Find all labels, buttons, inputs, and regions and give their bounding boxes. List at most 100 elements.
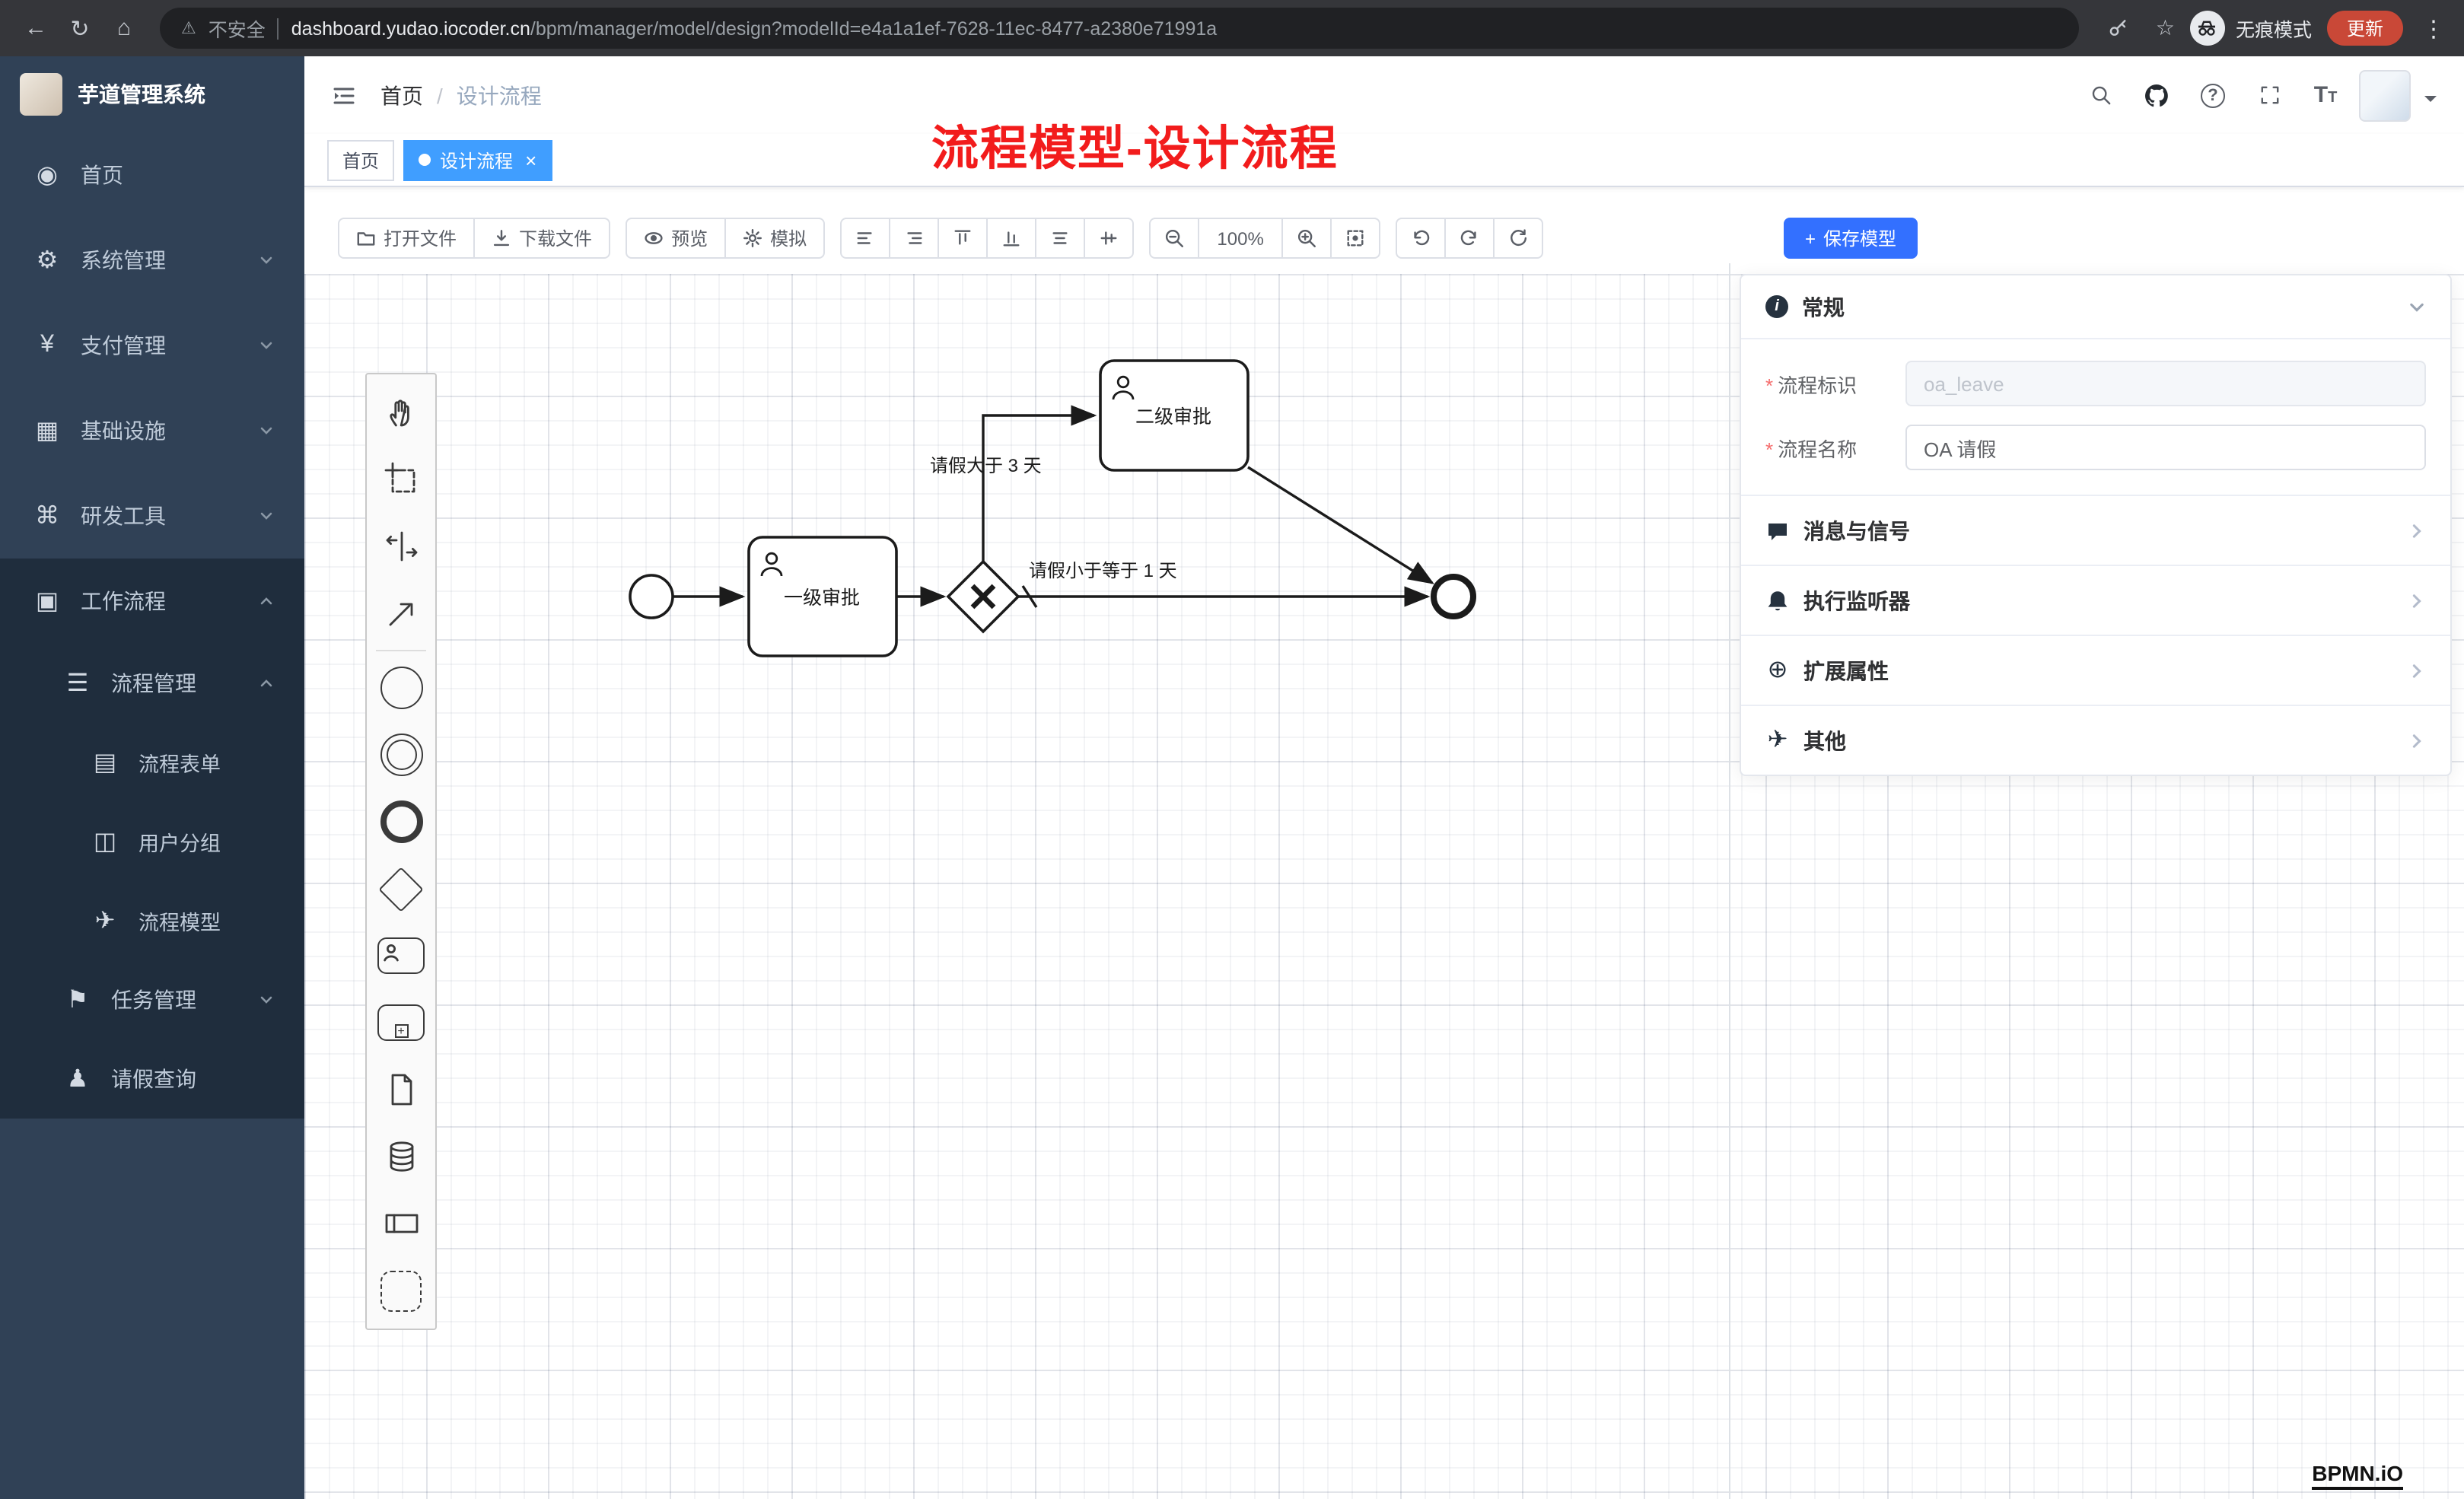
section-other[interactable]: ✈ 其他 — [1741, 705, 2450, 775]
start-event-entry[interactable] — [367, 654, 435, 721]
gateway-entry[interactable] — [367, 855, 435, 922]
download-file-button[interactable]: 下载文件 — [473, 218, 611, 259]
zoom-out-icon[interactable] — [1149, 218, 1200, 259]
section-execution-listeners[interactable]: 执行监听器 — [1741, 565, 2450, 635]
user-task-node-1[interactable]: 一级审批 — [747, 536, 898, 657]
global-connect-tool[interactable] — [367, 580, 435, 647]
start-event-node[interactable] — [629, 574, 674, 619]
align-middle-button[interactable] — [1084, 218, 1135, 259]
flow-task2-to-end[interactable] — [1247, 466, 1434, 584]
page-url: dashboard.yudao.iocoder.cn/bpm/manager/m… — [291, 18, 1217, 39]
reload-icon[interactable]: ↻ — [70, 16, 90, 42]
home-icon[interactable]: ⌂ — [116, 15, 132, 41]
section-messages-signals[interactable]: 消息与信号 — [1741, 495, 2450, 565]
bpmn-diagram[interactable]: 一级审批 二级审批 请假大于 3 天 请假小于等于 1 天 — [304, 187, 1705, 898]
process-name-input[interactable] — [1905, 425, 2426, 470]
avatar-caret-icon[interactable] — [2424, 95, 2437, 107]
align-center-button[interactable] — [1035, 218, 1086, 259]
task2-label: 二级审批 — [1135, 406, 1211, 428]
breadcrumb-home[interactable]: 首页 — [380, 83, 423, 107]
sidebar-item-task-mgmt[interactable]: ⚑ 任务管理 — [0, 960, 304, 1039]
align-bottom-button[interactable] — [986, 218, 1037, 259]
app-title: 芋道管理系统 — [78, 82, 205, 107]
process-key-input[interactable] — [1905, 361, 2426, 406]
save-model-button[interactable]: + 保存模型 — [1784, 218, 1918, 259]
bpmn-palette: + — [365, 373, 437, 1330]
sidebar-item-devtools[interactable]: ⌘ 研发工具 — [0, 473, 304, 559]
section-general[interactable]: i 常规 — [1741, 275, 2450, 339]
close-icon[interactable]: × — [525, 148, 537, 171]
github-icon[interactable] — [2134, 72, 2179, 118]
end-event-entry[interactable] — [367, 788, 435, 855]
space-tool[interactable] — [367, 513, 435, 580]
address-bar[interactable]: ⚠ 不安全 dashboard.yudao.iocoder.cn/bpm/man… — [160, 8, 2080, 49]
sidebar-item-process-mgmt[interactable]: ☰ 流程管理 — [0, 644, 304, 723]
open-file-button[interactable]: 打开文件 — [338, 218, 476, 259]
sidebar-item-infra[interactable]: ▦ 基础设施 — [0, 388, 304, 473]
bpmn-canvas[interactable]: + — [304, 187, 2464, 1499]
sidebar-item-leave-query[interactable]: ♟ 请假查询 — [0, 1039, 304, 1119]
sidebar-item-home[interactable]: ◉ 首页 — [0, 132, 304, 218]
task1-label: 一级审批 — [784, 587, 860, 609]
zoom-level[interactable]: 100% — [1198, 218, 1284, 259]
sidebar-item-user-group[interactable]: ◫ 用户分组 — [0, 802, 304, 881]
participant-entry[interactable] — [367, 1190, 435, 1257]
zoom-in-icon[interactable] — [1281, 218, 1332, 259]
align-left-button[interactable] — [840, 218, 891, 259]
sidebar-item-process-model[interactable]: ✈ 流程模型 — [0, 881, 304, 960]
section-title: 执行监听器 — [1803, 588, 1910, 613]
undo-icon[interactable] — [1396, 218, 1447, 259]
font-size-icon[interactable]: /TT — [2313, 82, 2338, 108]
browser-menu-icon[interactable]: ⋮ — [2422, 16, 2445, 42]
browser-update-button[interactable]: 更新 — [2326, 11, 2403, 46]
preview-button[interactable]: 预览 — [626, 218, 727, 259]
lasso-tool[interactable] — [367, 446, 435, 513]
group-entry[interactable] — [367, 1257, 435, 1324]
sidebar-item-payment[interactable]: ¥ 支付管理 — [0, 303, 304, 388]
sidebar-item-workflow[interactable]: ▣ 工作流程 — [0, 559, 304, 644]
url-domain: dashboard.yudao.iocoder.cn — [291, 18, 530, 39]
zoom-fit-icon[interactable] — [1330, 218, 1381, 259]
sidebar-fold-icon[interactable] — [332, 83, 356, 107]
subprocess-entry[interactable]: + — [367, 989, 435, 1056]
condition-label-lte[interactable]: 请假小于等于 1 天 — [1029, 561, 1177, 581]
breadcrumb-current: 设计流程 — [456, 83, 542, 107]
search-icon[interactable] — [2077, 72, 2123, 118]
history-button-group — [1396, 218, 1544, 259]
help-icon[interactable]: ? — [2190, 72, 2236, 118]
key-icon[interactable] — [2095, 5, 2141, 51]
fullscreen-icon[interactable] — [2246, 72, 2292, 118]
sidebar-item-system[interactable]: ⚙ 系统管理 — [0, 218, 304, 303]
align-right-button[interactable] — [889, 218, 940, 259]
user-icon — [1112, 375, 1135, 400]
properties-panel: i 常规 *流程标识 *流程名称 消息与信号 执行监听器 ⊕ 扩展 — [1740, 274, 2452, 776]
sequence-flows[interactable] — [673, 405, 1434, 608]
user-avatar[interactable] — [2359, 69, 2411, 121]
user-task-entry[interactable] — [367, 922, 435, 989]
section-extended-attributes[interactable]: ⊕ 扩展属性 — [1741, 635, 2450, 705]
tab-label: 首页 — [342, 150, 380, 171]
tags-view-bar: 首页 设计流程 × — [304, 134, 2464, 187]
security-label[interactable]: 不安全 — [208, 20, 266, 41]
process-key-label: 流程标识 — [1778, 374, 1858, 396]
align-top-button[interactable] — [938, 218, 988, 259]
end-event-node[interactable] — [1431, 574, 1476, 619]
tools-icon: ⌘ — [35, 504, 59, 530]
bpmn-io-watermark[interactable]: BPMN.iO — [2312, 1461, 2403, 1490]
redo-icon[interactable] — [1444, 218, 1495, 259]
user-task-node-2[interactable]: 二级审批 — [1099, 359, 1250, 472]
tab-home[interactable]: 首页 — [327, 139, 395, 180]
back-icon[interactable]: ← — [24, 15, 47, 41]
reset-icon[interactable] — [1493, 218, 1544, 259]
bookmark-star-icon[interactable]: ☆ — [2155, 15, 2175, 40]
task-entry[interactable] — [367, 1056, 435, 1123]
simulate-button[interactable]: 模拟 — [724, 218, 826, 259]
hand-tool[interactable] — [367, 379, 435, 446]
data-store-entry[interactable] — [367, 1123, 435, 1190]
tab-design-process[interactable]: 设计流程 × — [403, 139, 552, 180]
sidebar-item-process-form[interactable]: ▤ 流程表单 — [0, 723, 304, 802]
exclusive-gateway-node[interactable] — [946, 559, 1020, 634]
intermediate-event-entry[interactable] — [367, 721, 435, 788]
flow-gateway-to-task2[interactable] — [982, 405, 1097, 563]
condition-label-gt[interactable]: 请假大于 3 天 — [930, 456, 1042, 476]
